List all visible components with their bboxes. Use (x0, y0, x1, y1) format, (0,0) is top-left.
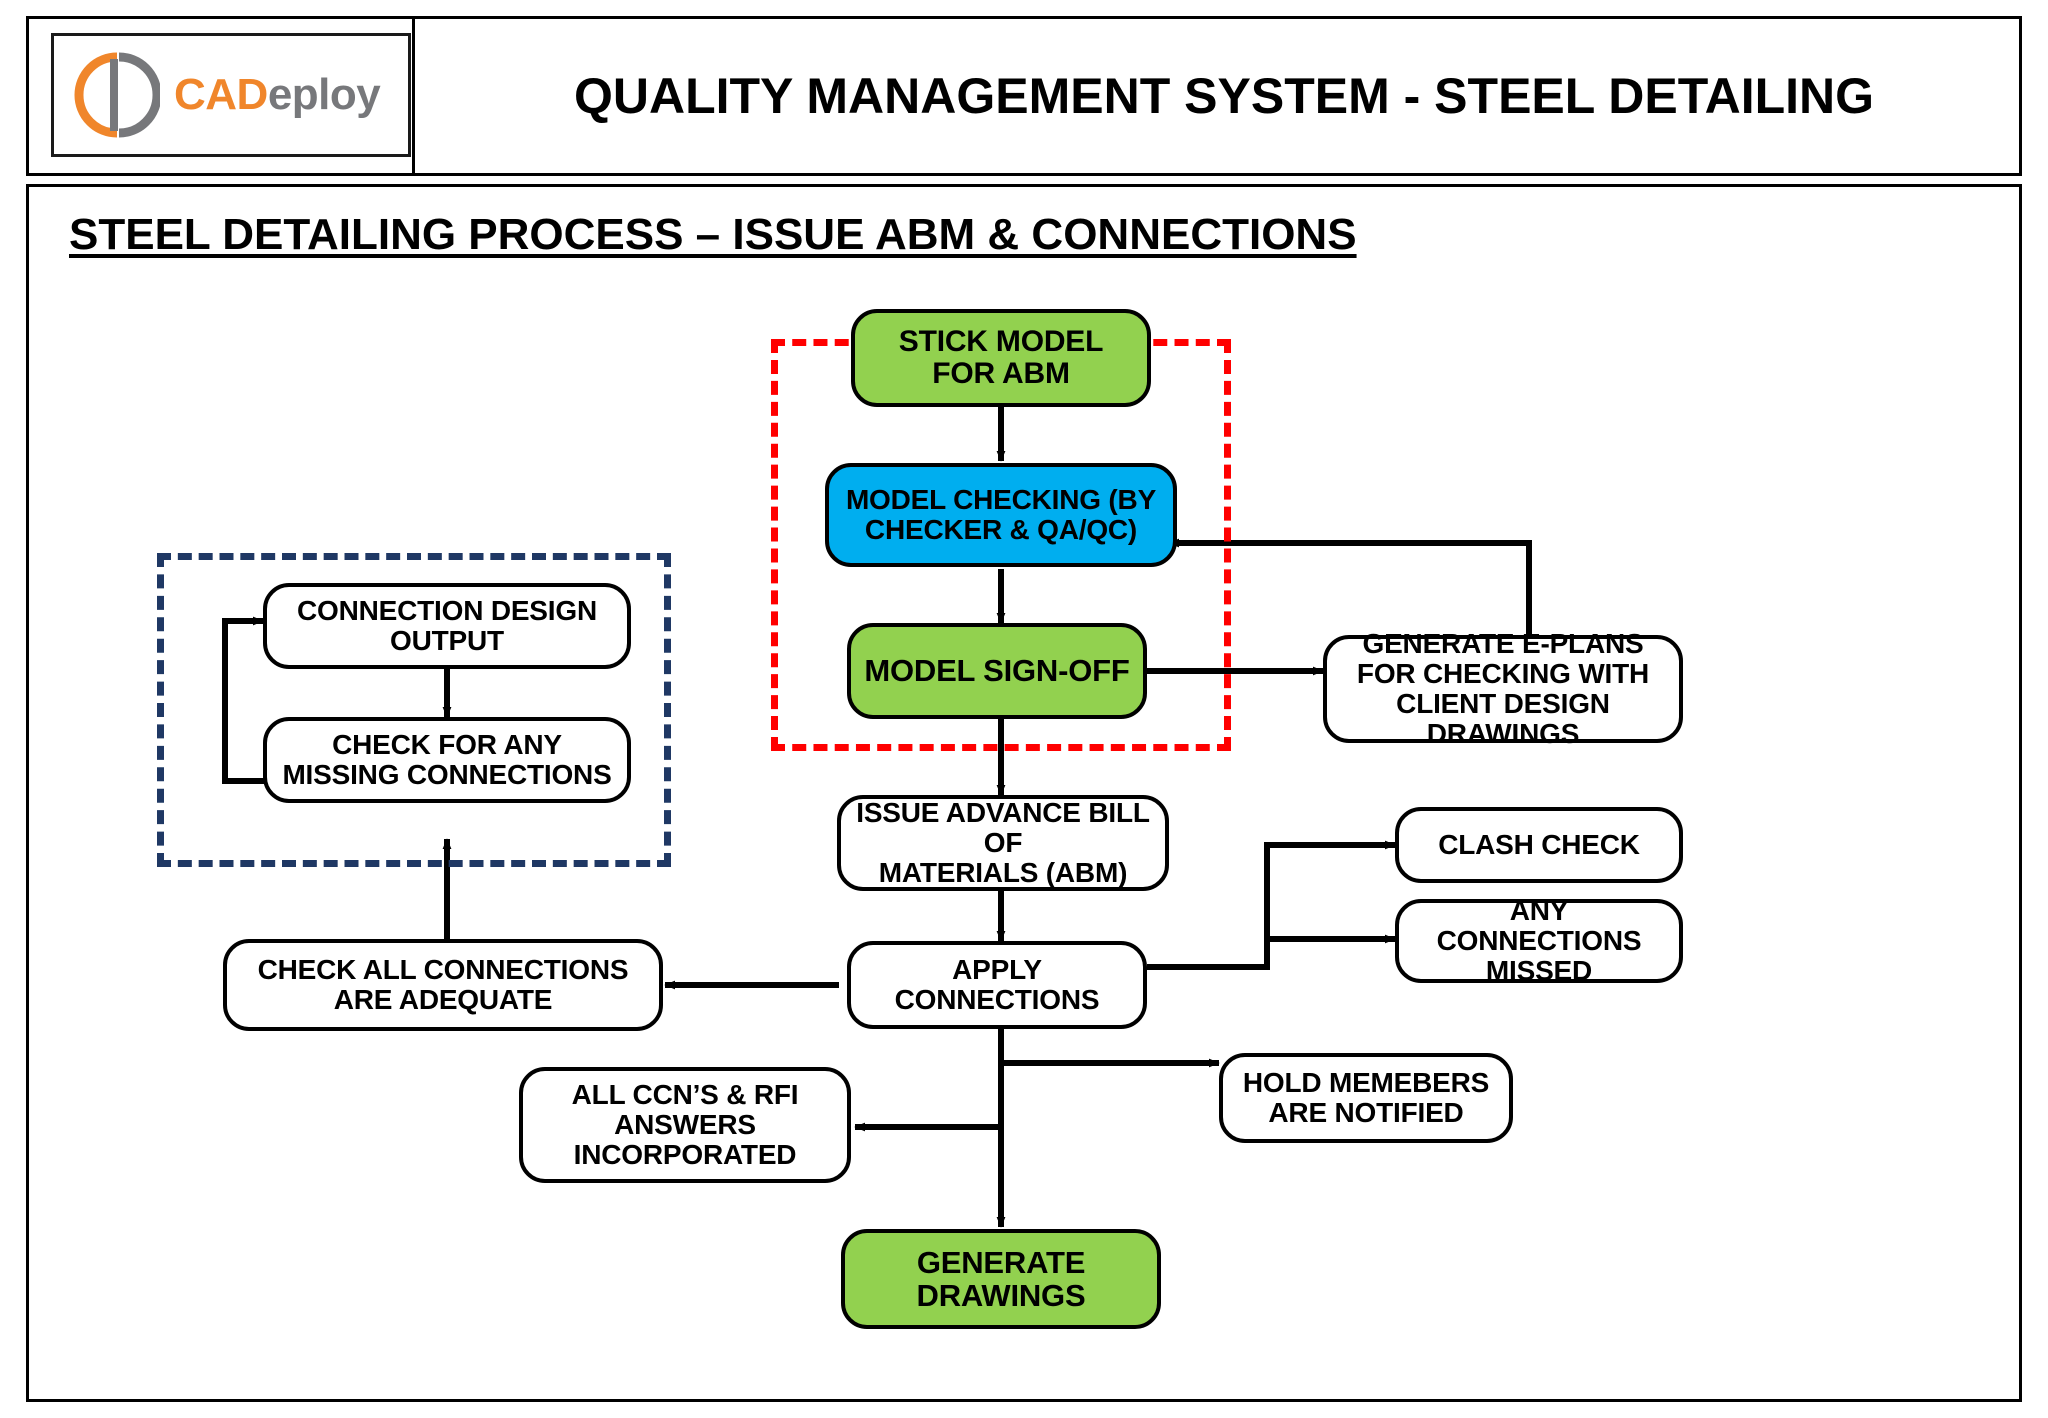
node-line: APPLY (952, 954, 1042, 986)
node-line: ARE NOTIFIED (1268, 1097, 1464, 1128)
node-any-connections-missed[interactable]: ANY CONNECTIONS MISSED (1395, 896, 1683, 986)
content-frame: STEEL DETAILING PROCESS – ISSUE ABM & CO… (26, 184, 2022, 1402)
navy-dashed-zone (157, 553, 671, 867)
node-generate-eplans[interactable]: GENERATE E-PLANS FOR CHECKING WITH CLIEN… (1323, 629, 1683, 748)
node-line: CHECK ALL CONNECTIONS (257, 954, 629, 986)
node-line: MISSING CONNECTIONS (282, 759, 612, 790)
flowchart-canvas: STICK MODEL FOR ABM MODEL CHECKING (BY C… (29, 187, 2025, 1405)
node-line: ARE ADEQUATE (333, 984, 553, 1015)
node-line: HOLD MEMEBERS (1242, 1067, 1490, 1099)
node-line: GENERATE E-PLANS (1362, 628, 1644, 660)
node-line: MODEL CHECKING (BY (845, 484, 1157, 516)
section-title: STEEL DETAILING PROCESS – ISSUE ABM & CO… (69, 210, 1357, 259)
node-line: OUTPUT (390, 625, 504, 656)
node-all-ccns-rfi-incorporated[interactable]: ALL CCN’S & RFI ANSWERS INCORPORATED (519, 1067, 851, 1183)
node-stick-model-for-abm[interactable]: STICK MODEL FOR ABM (851, 309, 1151, 407)
node-model-sign-off[interactable]: MODEL SIGN-OFF (847, 623, 1147, 719)
node-line: ANY (1509, 895, 1569, 927)
node-line: CONNECTION DESIGN (297, 595, 597, 627)
node-clash-check[interactable]: CLASH CHECK (1395, 807, 1683, 883)
node-line: CONNECTIONS (894, 984, 1100, 1015)
node-model-checking[interactable]: MODEL CHECKING (BY CHECKER & QA/QC) (825, 463, 1177, 567)
node-line: MODEL SIGN-OFF (864, 653, 1130, 689)
node-line: ANSWERS (614, 1109, 756, 1141)
node-line: CLIENT DESIGN (1396, 688, 1610, 719)
node-check-missing-connections[interactable]: CHECK FOR ANY MISSING CONNECTIONS (263, 717, 631, 803)
node-line: CHECKER & QA/QC) (864, 514, 1138, 545)
node-line: MATERIALS (ABM) (878, 856, 1128, 888)
node-line: DRAWINGS (916, 1278, 1086, 1313)
page-title: QUALITY MANAGEMENT SYSTEM - STEEL DETAIL… (573, 68, 1875, 124)
node-line: FOR ABM (932, 357, 1070, 390)
header-bar: CADeploy QUALITY MANAGEMENT SYSTEM - STE… (26, 16, 2022, 176)
node-line: MISSED (1485, 954, 1593, 986)
node-connection-design-output[interactable]: CONNECTION DESIGN OUTPUT (263, 583, 631, 669)
logo-container: CADeploy (51, 33, 411, 157)
node-check-all-connections-adequate[interactable]: CHECK ALL CONNECTIONS ARE ADEQUATE (223, 939, 663, 1031)
node-apply-connections[interactable]: APPLY CONNECTIONS (847, 941, 1147, 1029)
node-line: CONNECTIONS (1436, 925, 1642, 957)
header-divider (412, 19, 415, 173)
node-line: CLASH CHECK (1438, 829, 1640, 861)
node-line: STICK MODEL (898, 324, 1104, 358)
node-line: GENERATE (916, 1244, 1086, 1280)
cadeploy-logo-icon (68, 49, 160, 141)
node-line: FOR CHECKING WITH (1356, 658, 1650, 690)
node-line: INCORPORATED (573, 1138, 797, 1170)
logo-word-cad: CAD (174, 70, 268, 119)
node-issue-abm[interactable]: ISSUE ADVANCE BILL OF MATERIALS (ABM) (837, 795, 1169, 891)
node-line: DRAWINGS (1426, 717, 1580, 749)
node-hold-members-notified[interactable]: HOLD MEMEBERS ARE NOTIFIED (1219, 1053, 1513, 1143)
logo-word-eploy: eploy (267, 70, 381, 119)
logo-wordmark: CADeploy (174, 70, 381, 119)
node-line: ISSUE ADVANCE BILL OF (856, 797, 1150, 859)
node-line: ALL CCN’S & RFI (571, 1079, 799, 1111)
node-line: CHECK FOR ANY (332, 729, 562, 761)
node-generate-drawings[interactable]: GENERATE DRAWINGS (841, 1229, 1161, 1329)
